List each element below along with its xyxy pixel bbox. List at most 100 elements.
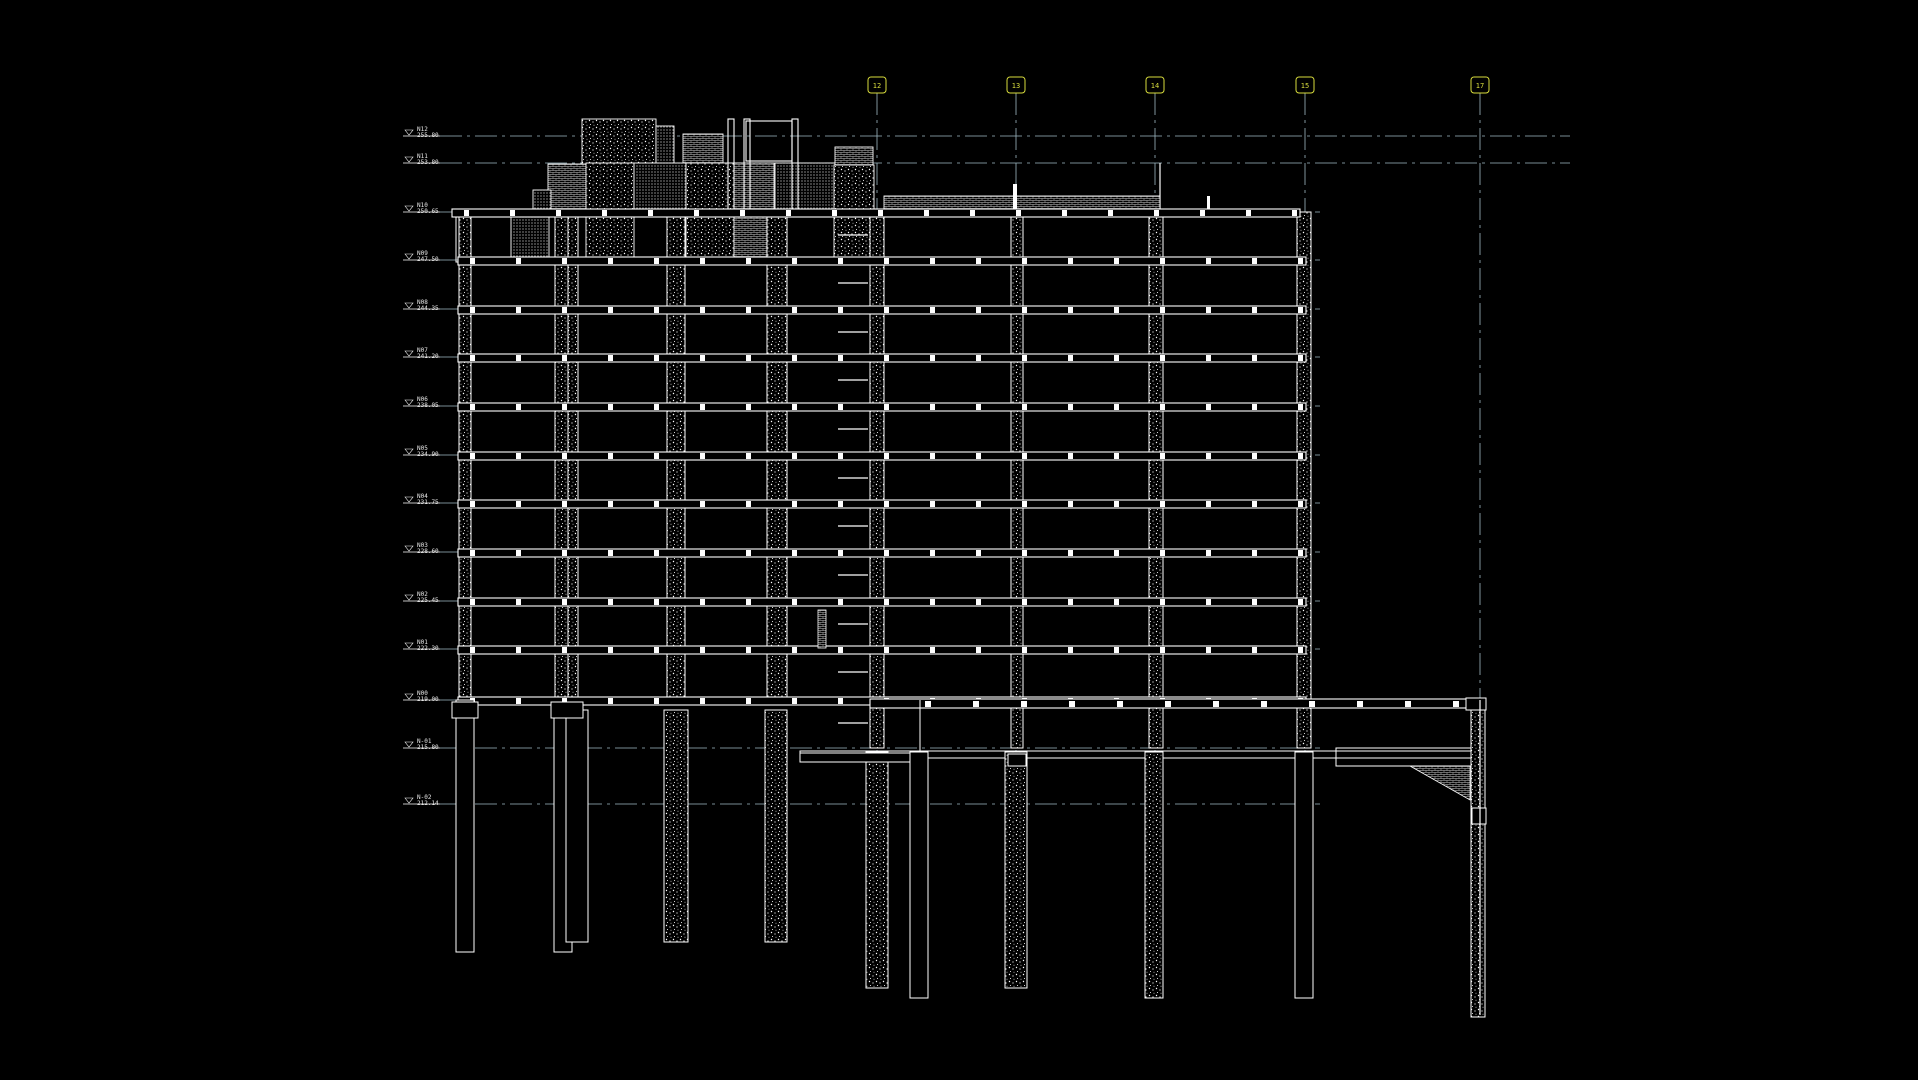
beam-mark xyxy=(930,258,935,264)
floor-slab xyxy=(457,451,1307,461)
beam-mark xyxy=(562,355,567,361)
beam-mark xyxy=(792,599,797,605)
beam-mark xyxy=(838,355,843,361)
beam-mark xyxy=(930,404,935,410)
ramp-slab xyxy=(799,752,911,763)
beam-mark xyxy=(1252,258,1257,264)
floor-slab xyxy=(457,305,1307,315)
column xyxy=(1148,211,1164,749)
floor-slab xyxy=(457,597,1307,607)
level-triangle-icon xyxy=(404,545,414,552)
beam-mark xyxy=(1114,550,1119,556)
beam-mark xyxy=(654,647,659,653)
level-triangle-icon xyxy=(404,302,414,309)
level-name: N00 xyxy=(417,690,428,697)
beam-mark xyxy=(470,501,475,507)
level-name: N08 xyxy=(417,299,428,306)
column xyxy=(1296,211,1312,749)
level-elevation: 253.80 xyxy=(417,159,439,166)
beam-mark xyxy=(970,210,975,216)
pile xyxy=(565,709,589,943)
beam-mark xyxy=(1114,404,1119,410)
pile xyxy=(455,699,475,953)
rooftop-mass xyxy=(682,133,724,166)
beam-mark xyxy=(1114,501,1119,507)
beam-mark xyxy=(700,258,705,264)
beam-mark xyxy=(976,647,981,653)
beam-mark xyxy=(746,307,751,313)
beam-mark xyxy=(648,210,653,216)
beam-mark xyxy=(930,550,935,556)
floor-slab xyxy=(451,208,1301,218)
beam-mark xyxy=(1068,501,1073,507)
beam-mark xyxy=(1252,599,1257,605)
beam-mark xyxy=(838,550,843,556)
level-triangle-icon xyxy=(404,350,414,357)
beam-mark xyxy=(925,701,931,707)
beam-mark xyxy=(884,550,889,556)
level-triangle-icon xyxy=(404,129,414,136)
beam-mark xyxy=(838,404,843,410)
beam-mark xyxy=(884,453,889,459)
beam-mark xyxy=(1298,550,1303,556)
beam-mark xyxy=(562,647,567,653)
beam-mark xyxy=(792,258,797,264)
beam-mark xyxy=(1206,599,1211,605)
level-name: N-02 xyxy=(417,794,432,801)
column xyxy=(869,211,885,749)
foundation-piles xyxy=(451,697,1487,1018)
pile xyxy=(663,709,689,943)
beam-mark xyxy=(792,501,797,507)
beam-mark xyxy=(884,404,889,410)
beam-mark xyxy=(1309,701,1315,707)
ramp-support xyxy=(1408,765,1471,801)
beam-mark xyxy=(746,355,751,361)
pile xyxy=(1294,751,1314,999)
beam-mark xyxy=(792,453,797,459)
grid-axis-bubble xyxy=(1295,76,1315,94)
rooftop-mass xyxy=(581,118,657,166)
beam-mark xyxy=(1206,307,1211,313)
level-triangle-icon xyxy=(404,448,414,455)
level-name: N07 xyxy=(417,347,428,354)
beam-mark xyxy=(930,647,935,653)
beam-mark xyxy=(700,404,705,410)
beam-mark xyxy=(470,355,475,361)
beam-mark xyxy=(1022,501,1027,507)
beam-mark xyxy=(700,453,705,459)
level-triangle-icon xyxy=(404,156,414,163)
column xyxy=(1010,211,1024,749)
beam-mark xyxy=(976,599,981,605)
beam-mark xyxy=(1200,210,1205,216)
beam-mark xyxy=(930,453,935,459)
beam-mark xyxy=(700,647,705,653)
level-triangle-icon xyxy=(404,205,414,212)
level-elevation: 234.90 xyxy=(417,451,439,458)
rooftop-mass xyxy=(510,211,550,263)
beam-mark xyxy=(1022,550,1027,556)
beam-mark xyxy=(516,355,521,361)
floor-slab xyxy=(457,499,1307,509)
pile xyxy=(1470,699,1486,1018)
beam-mark xyxy=(464,210,469,216)
beam-mark xyxy=(562,501,567,507)
beam-mark xyxy=(608,453,613,459)
beam-mark xyxy=(1068,355,1073,361)
rooftop-mass xyxy=(774,162,836,213)
beam-mark xyxy=(562,307,567,313)
beam-mark xyxy=(1022,647,1027,653)
beam-mark xyxy=(930,501,935,507)
beam-mark xyxy=(792,307,797,313)
beam-mark xyxy=(654,307,659,313)
beam-mark xyxy=(1068,647,1073,653)
level-name: N11 xyxy=(417,153,428,160)
grid-axis-label: 13 xyxy=(1012,82,1020,90)
beam-mark xyxy=(700,307,705,313)
beam-mark xyxy=(976,501,981,507)
beam-mark xyxy=(1252,453,1257,459)
beam-mark xyxy=(1068,307,1073,313)
beam-mark xyxy=(516,453,521,459)
level-name: N02 xyxy=(417,591,428,598)
floor-slab xyxy=(457,548,1307,558)
